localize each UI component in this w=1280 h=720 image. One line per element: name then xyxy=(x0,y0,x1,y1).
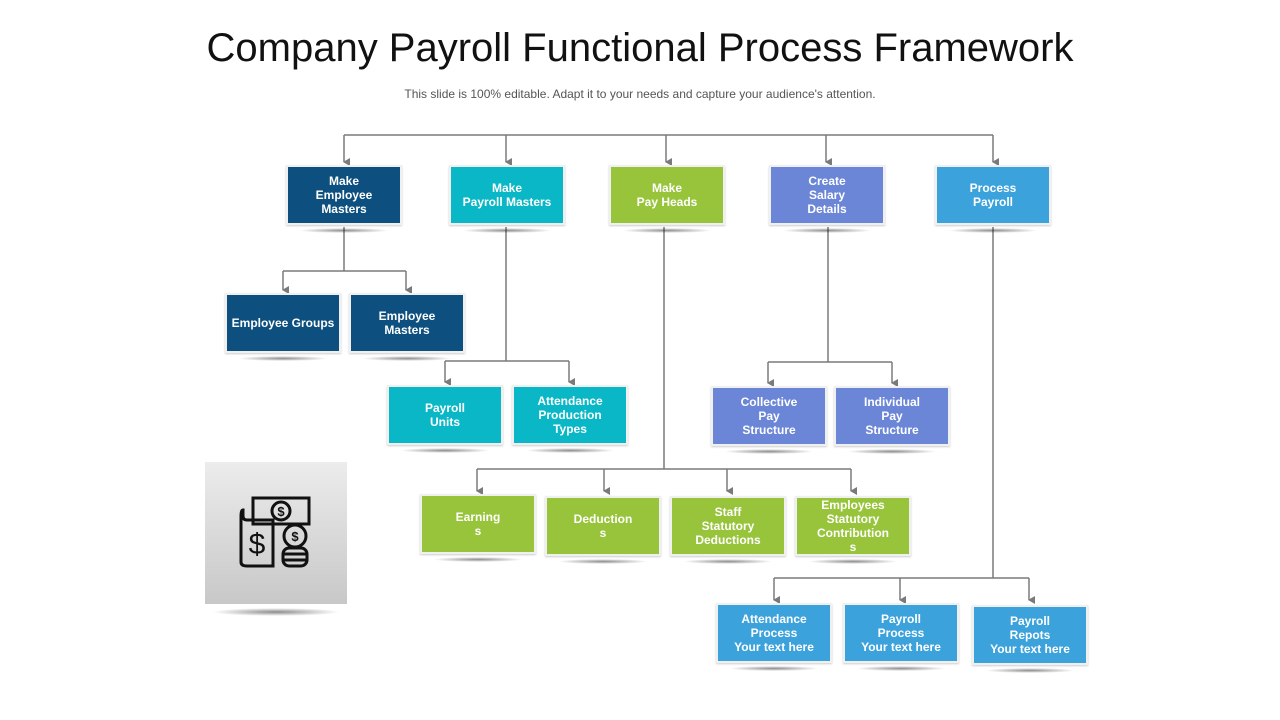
subtitle: This slide is 100% editable. Adapt it to… xyxy=(404,87,876,101)
node-payroll-units: Payroll Units xyxy=(387,385,503,453)
node-employees-statutory-contributions: Employees Statutory Contribution s xyxy=(795,496,911,564)
icon-panel: $ $ $ xyxy=(205,462,347,616)
node-make-employee-masters: Make Employee Masters xyxy=(286,165,402,233)
node-collective-pay-structure: Collective Pay Structure xyxy=(711,386,827,454)
node-create-salary-details: Create Salary Details xyxy=(769,165,885,233)
node-attendance-production-types: Attendance Production Types xyxy=(512,385,628,453)
node-payroll-process: Payroll Process Your text here xyxy=(843,603,959,671)
node-individual-pay-structure: Individual Pay Structure xyxy=(834,386,950,454)
page-title: Company Payroll Functional Process Frame… xyxy=(206,26,1074,70)
node-deductions: Deduction s xyxy=(545,496,661,564)
svg-text:$: $ xyxy=(249,528,266,561)
node-process-payroll: Process Payroll xyxy=(935,165,1051,233)
node-employee-groups: Employee Groups xyxy=(225,293,341,361)
node-make-pay-heads: Make Pay Heads xyxy=(609,165,725,233)
node-payroll-reports: Payroll Repots Your text here xyxy=(972,605,1088,673)
svg-text:$: $ xyxy=(291,529,299,544)
svg-text:$: $ xyxy=(277,504,285,519)
node-attendance-process: Attendance Process Your text here xyxy=(716,603,832,671)
node-employee-masters: Employee Masters xyxy=(349,293,465,361)
node-earnings: Earning s xyxy=(420,494,536,562)
node-make-payroll-masters: Make Payroll Masters xyxy=(449,165,565,233)
payroll-money-icon: $ $ $ xyxy=(239,496,311,568)
node-staff-statutory-deductions: Staff Statutory Deductions xyxy=(670,496,786,564)
